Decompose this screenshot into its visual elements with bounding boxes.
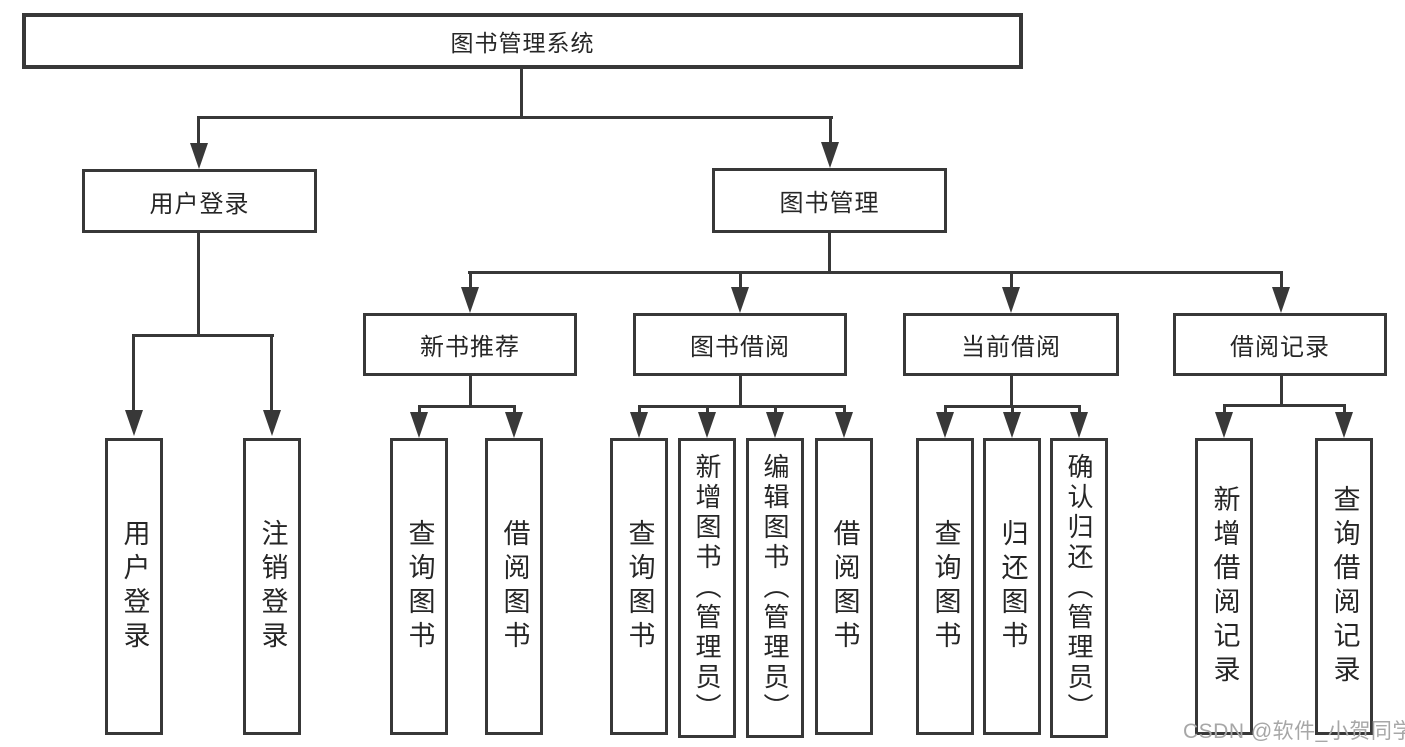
connector-vline xyxy=(706,405,709,415)
node-label: 用户登录 xyxy=(149,190,250,218)
connector-hline xyxy=(132,334,274,337)
connector-vline xyxy=(197,230,200,337)
arrow-down-icon xyxy=(263,410,281,436)
connector-vline xyxy=(469,374,472,408)
node-borrow-records: 借阅记录 xyxy=(1173,313,1387,376)
arrow-down-icon xyxy=(505,412,523,438)
leaf-label: 借阅图书 xyxy=(829,518,860,655)
node-book-borrowing: 图书借阅 xyxy=(633,313,847,376)
node-label: 当前借阅 xyxy=(961,334,1061,361)
leaf-label: 查询图书 xyxy=(404,518,435,655)
connector-vline xyxy=(638,405,641,415)
arrow-down-icon xyxy=(1272,287,1290,313)
leaf-label: 归还图书 xyxy=(997,518,1028,655)
arrow-down-icon xyxy=(1003,412,1021,438)
leaf-add-book-admin: 新增图书（管理员） xyxy=(678,438,736,738)
connector-vline xyxy=(520,67,523,119)
leaf-label: 用户登录 xyxy=(119,518,150,655)
connector-vline xyxy=(1010,374,1013,408)
node-label: 新书推荐 xyxy=(420,334,520,361)
leaf-return-books: 归还图书 xyxy=(983,438,1041,735)
node-label: 图书借阅 xyxy=(690,334,790,361)
node-new-book-recommend: 新书推荐 xyxy=(363,313,577,376)
connector-vline xyxy=(197,116,200,146)
connector-vline xyxy=(418,405,421,415)
leaf-borrow-books-recommend: 借阅图书 xyxy=(485,438,543,735)
arrow-down-icon xyxy=(1335,412,1353,438)
leaf-label: 借阅图书 xyxy=(499,518,530,655)
connector-vline xyxy=(739,271,742,289)
arrow-down-icon xyxy=(936,412,954,438)
leaf-label: 新增借阅记录 xyxy=(1209,484,1240,689)
connector-hline xyxy=(1223,404,1346,407)
arrow-down-icon xyxy=(410,412,428,438)
connector-vline xyxy=(739,374,742,408)
watermark: CSDN @软件_小贺同学 xyxy=(1183,720,1405,743)
connector-vline xyxy=(1280,271,1283,289)
connector-hline xyxy=(197,116,833,119)
connector-vline xyxy=(1010,271,1013,289)
connector-vline xyxy=(944,405,947,415)
connector-vline xyxy=(828,231,831,274)
leaf-user-login: 用户登录 xyxy=(105,438,163,735)
arrow-down-icon xyxy=(461,287,479,313)
arrow-down-icon xyxy=(821,142,839,168)
connector-vline xyxy=(1280,374,1283,407)
arrow-down-icon xyxy=(190,143,208,169)
leaf-label: 编辑图书（管理员） xyxy=(760,453,790,723)
leaf-confirm-return-admin: 确认归还（管理员） xyxy=(1050,438,1108,738)
connector-hline xyxy=(418,405,515,408)
arrow-down-icon xyxy=(125,410,143,436)
connector-vline xyxy=(1011,405,1014,415)
leaf-add-borrow-record: 新增借阅记录 xyxy=(1195,438,1253,735)
leaf-query-books-borrowing: 查询图书 xyxy=(610,438,668,735)
connector-vline xyxy=(469,271,472,289)
connector-vline xyxy=(270,334,273,413)
leaf-edit-book-admin: 编辑图书（管理员） xyxy=(746,438,804,738)
arrow-down-icon xyxy=(1215,412,1233,438)
leaf-query-borrow-record: 查询借阅记录 xyxy=(1315,438,1373,735)
leaf-label: 查询图书 xyxy=(624,518,655,655)
leaf-logout: 注销登录 xyxy=(243,438,301,735)
node-library-system: 图书管理系统 xyxy=(22,13,1023,69)
arrow-down-icon xyxy=(1002,287,1020,313)
connector-vline xyxy=(774,405,777,415)
connector-hline xyxy=(638,405,846,408)
leaf-label: 确认归还（管理员） xyxy=(1064,453,1094,723)
arrow-down-icon xyxy=(1070,412,1088,438)
connector-vline xyxy=(829,116,832,146)
leaf-query-books-current: 查询图书 xyxy=(916,438,974,735)
leaf-borrow-books-borrowing: 借阅图书 xyxy=(815,438,873,735)
leaf-label: 新增图书（管理员） xyxy=(692,453,722,723)
connector-vline xyxy=(843,405,846,415)
node-book-management: 图书管理 xyxy=(712,168,947,233)
leaf-label: 注销登录 xyxy=(257,518,288,655)
arrow-down-icon xyxy=(731,287,749,313)
arrow-down-icon xyxy=(698,412,716,438)
connector-vline xyxy=(513,405,516,415)
leaf-query-books-recommend: 查询图书 xyxy=(390,438,448,735)
node-user-login-branch: 用户登录 xyxy=(82,169,317,233)
connector-vline xyxy=(1343,404,1346,415)
arrow-down-icon xyxy=(835,412,853,438)
arrow-down-icon xyxy=(766,412,784,438)
node-current-borrowing: 当前借阅 xyxy=(903,313,1119,376)
node-label: 图书管理 xyxy=(779,190,880,217)
leaf-label: 查询借阅记录 xyxy=(1329,484,1360,689)
connector-vline xyxy=(1078,405,1081,415)
node-label: 图书管理系统 xyxy=(450,30,595,56)
connector-vline xyxy=(1223,404,1226,415)
leaf-label: 查询图书 xyxy=(930,518,961,655)
arrow-down-icon xyxy=(630,412,648,438)
connector-hline xyxy=(468,271,1282,274)
connector-vline xyxy=(132,334,135,413)
node-label: 借阅记录 xyxy=(1230,334,1330,361)
